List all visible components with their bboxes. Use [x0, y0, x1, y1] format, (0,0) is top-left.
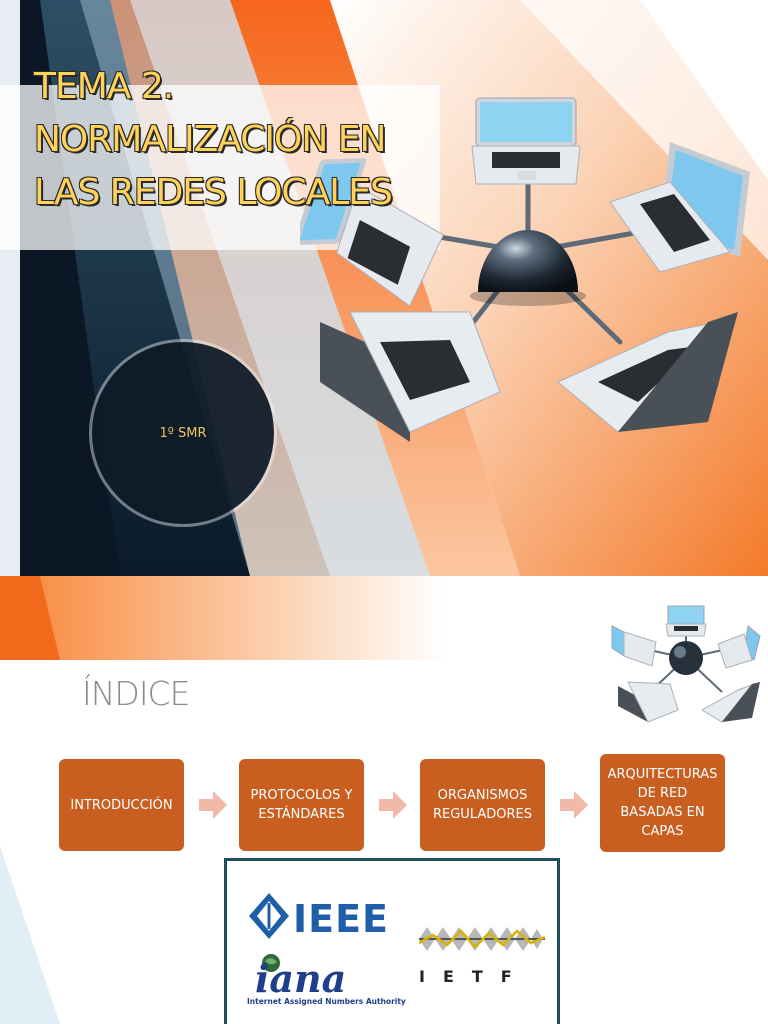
- slide-title-line-2: NORMALIZACIÓN EN: [34, 119, 386, 160]
- organizations-logos: IEEE iana Internet Assigned Numbers Auth…: [224, 858, 560, 1024]
- network-diagram-image: [300, 97, 750, 442]
- iana-logo-text: iana: [255, 956, 347, 1001]
- ietf-logo-text: IETF: [419, 967, 530, 986]
- ieee-logo-icon: [249, 893, 289, 939]
- step-organismos: ORGANISMOS REGULADORES: [420, 759, 545, 851]
- slide-title-line-1: TEMA 2.: [34, 66, 174, 107]
- ietf-logo-graphic: [419, 927, 545, 951]
- course-label: 1º SMR: [159, 426, 207, 441]
- iana-subtitle: Internet Assigned Numbers Authority: [247, 997, 406, 1006]
- index-slide: ÍNDICE INTRODUCCIÓN PROTOCOLOS Y ESTÁNDA…: [0, 576, 768, 1024]
- index-title: ÍNDICE: [82, 674, 190, 713]
- arrow-right-icon: [560, 791, 588, 819]
- course-circle: 1º SMR: [92, 342, 274, 524]
- slide-title: TEMA 2. NORMALIZACIÓN EN LAS REDES LOCAL…: [34, 60, 393, 219]
- globe-icon: [262, 954, 280, 972]
- network-icon: [611, 605, 761, 723]
- arrow-right-icon: [379, 791, 407, 819]
- ieee-logo-text: IEEE: [293, 897, 390, 941]
- slide-title-line-3: LAS REDES LOCALES: [34, 172, 393, 213]
- step-arquitecturas: ARQUITECTURAS DE RED BASADAS EN CAPAS: [600, 754, 725, 852]
- step-introduccion: INTRODUCCIÓN: [59, 759, 184, 851]
- title-slide: TEMA 2. NORMALIZACIÓN EN LAS REDES LOCAL…: [0, 0, 768, 576]
- arrow-right-icon: [199, 791, 227, 819]
- step-protocolos: PROTOCOLOS Y ESTÁNDARES: [239, 759, 364, 851]
